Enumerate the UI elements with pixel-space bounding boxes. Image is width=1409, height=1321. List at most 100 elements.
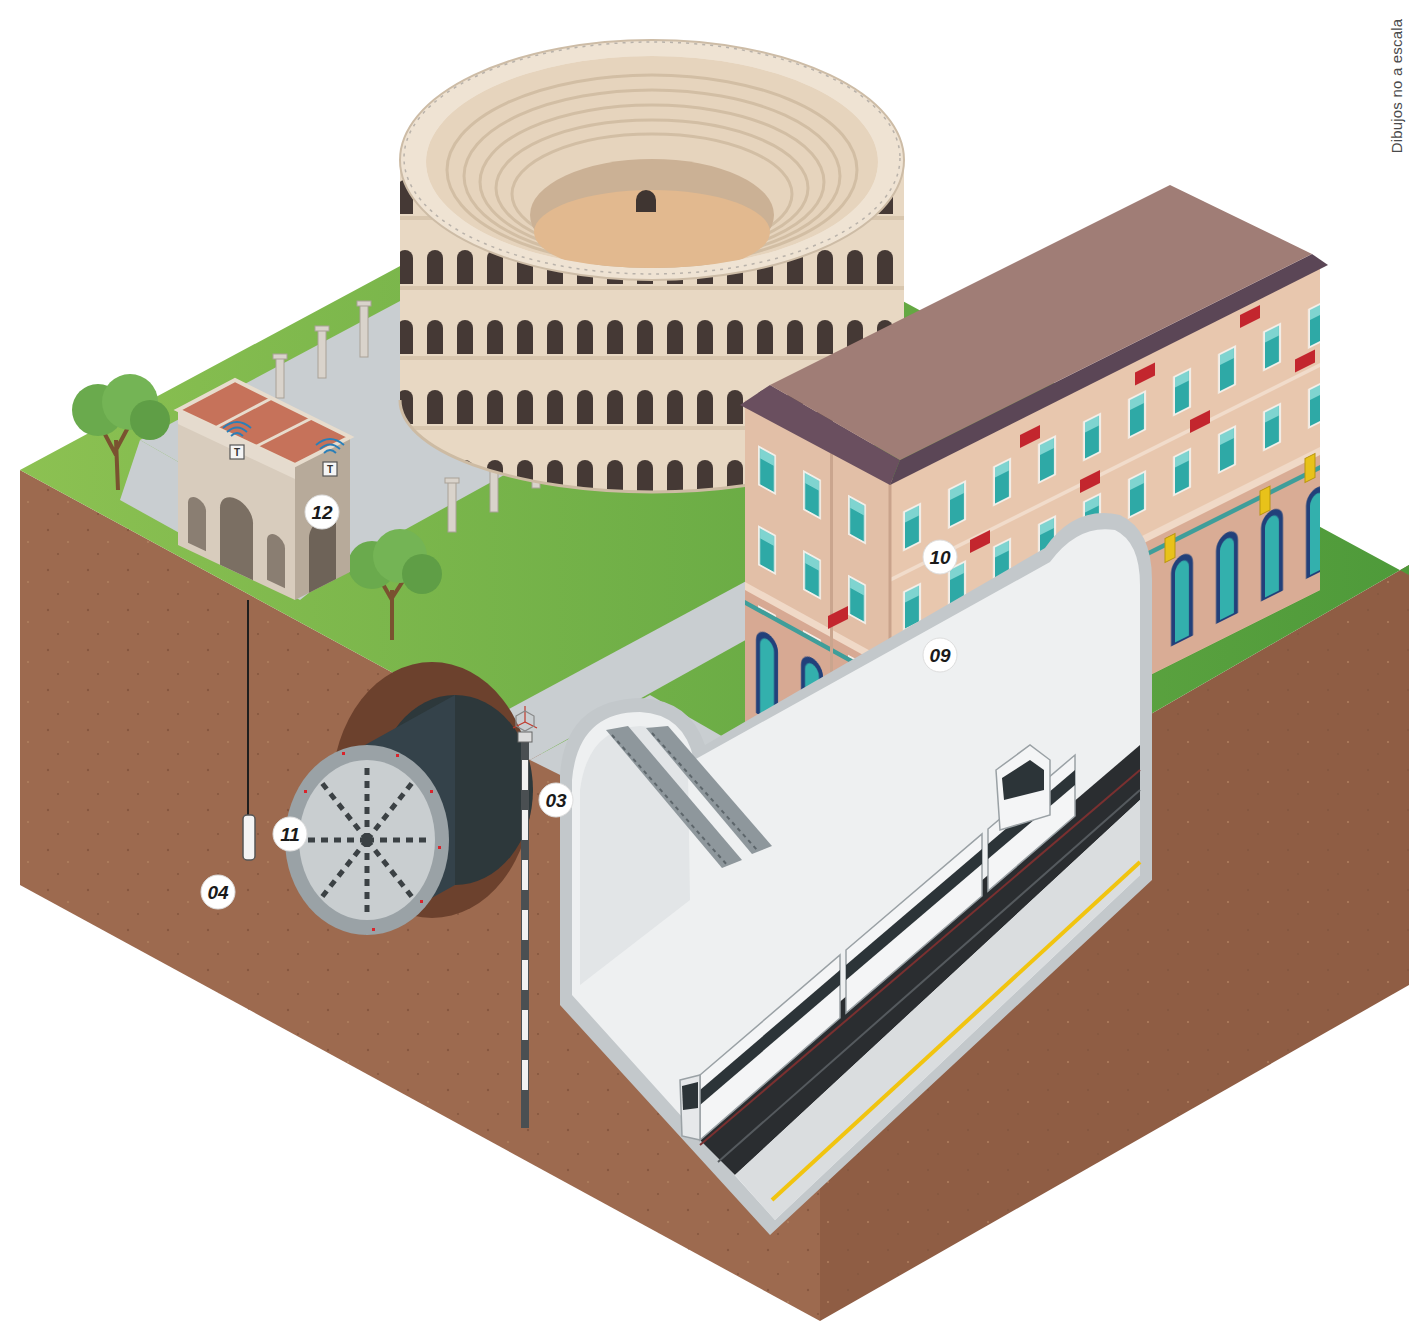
wireless-sensor xyxy=(223,422,251,459)
triumphal-arch xyxy=(220,491,253,580)
tunnel-boring-machine xyxy=(285,662,533,935)
callout-circle xyxy=(923,638,957,672)
wireless-sensor xyxy=(223,422,251,428)
metro-train xyxy=(680,1075,700,1140)
tunnel-boring-machine xyxy=(303,766,431,914)
wireless-sensor xyxy=(324,450,336,453)
tunnel-boring-machine xyxy=(367,838,431,843)
callout-number: 09 xyxy=(929,646,950,665)
callout-circle xyxy=(539,783,573,817)
colosseum xyxy=(636,190,656,212)
scale-note: Dibujos no a escala xyxy=(1389,19,1404,154)
inclinometer-probe xyxy=(522,1010,528,1040)
callout-circle xyxy=(305,495,339,529)
wireless-sensor xyxy=(230,445,244,459)
triumphal-arch xyxy=(178,410,295,479)
colosseum xyxy=(426,56,878,274)
wireless-sensor xyxy=(320,445,340,450)
tunnel-boring-machine xyxy=(299,760,435,920)
metro-station xyxy=(560,513,1152,1235)
tunnel-boring-machine xyxy=(304,752,441,931)
tunnel-boring-machine xyxy=(322,783,367,840)
ruin-column xyxy=(276,358,284,398)
metro-train xyxy=(700,955,840,1140)
callout-circle xyxy=(923,540,957,574)
inclinometer-probe xyxy=(521,740,529,1128)
wireless-sensor xyxy=(227,428,247,433)
tiltmeter-box xyxy=(1295,350,1315,373)
metro-station xyxy=(690,745,1140,1175)
ruin-column xyxy=(357,301,371,306)
ruin-column xyxy=(318,330,326,378)
tunnel-boring-machine xyxy=(361,834,373,846)
crack-meter xyxy=(1260,486,1270,515)
tunnel-boring-machine xyxy=(365,766,370,840)
tunnel-boring-machine xyxy=(438,846,441,849)
ruin-column xyxy=(448,482,456,532)
metro-station xyxy=(612,735,728,866)
inclinometer-probe xyxy=(522,860,528,890)
wireless-sensor xyxy=(231,433,243,436)
tiltmeter-box xyxy=(1080,470,1100,493)
ruin-column xyxy=(273,354,287,359)
triumphal-arch xyxy=(178,410,295,600)
metro-train xyxy=(1002,760,1044,800)
metro-train xyxy=(996,745,1050,830)
tree xyxy=(348,529,442,640)
colosseum xyxy=(404,42,900,274)
tunnel-boring-machine xyxy=(365,840,370,914)
tree xyxy=(402,554,442,594)
ruin-column xyxy=(360,305,368,357)
triumphal-arch xyxy=(188,494,206,551)
triumphal-arch xyxy=(267,531,285,588)
ground-block xyxy=(20,148,1409,1321)
borehole-probe xyxy=(243,815,255,860)
inclinometer-probe xyxy=(513,706,537,1128)
inclinometer-probe xyxy=(522,810,528,840)
tree xyxy=(130,400,170,440)
ruin-column xyxy=(315,326,329,331)
tree xyxy=(72,374,170,490)
inclinometer-probe xyxy=(524,706,525,722)
colosseum xyxy=(400,40,904,492)
callout-number: 12 xyxy=(311,503,332,522)
metro-station xyxy=(560,513,1152,1235)
tunnel-boring-machine xyxy=(285,745,449,935)
tiltmeter-box xyxy=(1240,305,1260,328)
tunnel-boring-machine xyxy=(303,838,367,843)
metro-train xyxy=(846,834,982,1013)
tiltmeter-box xyxy=(1190,410,1210,433)
inclinometer-probe xyxy=(522,960,528,990)
tiltmeter-box xyxy=(970,530,990,553)
tunnel-boring-machine xyxy=(367,840,412,897)
tiltmeter-box xyxy=(1135,363,1155,386)
callout-number: 10 xyxy=(929,548,950,567)
tiltmeter-box xyxy=(1020,425,1040,448)
tunnel-boring-machine xyxy=(396,754,399,757)
tunnel-boring-machine xyxy=(420,900,423,903)
tunnel-boring-machine xyxy=(342,752,345,755)
metro-station xyxy=(718,790,1140,1162)
inclinometer-probe xyxy=(522,760,528,790)
building xyxy=(770,185,1312,460)
tunnel-boring-machine xyxy=(304,790,307,793)
callout-circle xyxy=(201,875,235,909)
tunnel-boring-machine xyxy=(322,840,367,897)
metro-train xyxy=(680,745,1075,1140)
tunnel-boring-machine xyxy=(367,783,412,840)
callout-number: 03 xyxy=(545,791,566,810)
tiltmeter-box xyxy=(828,606,848,629)
inclinometer-probe xyxy=(516,711,534,731)
inclinometer-probe xyxy=(518,732,532,742)
sensor-tag: T xyxy=(327,465,333,475)
ground-block xyxy=(20,148,1409,905)
inclinometer-probe xyxy=(522,760,528,1090)
crack-meter xyxy=(1165,534,1175,563)
crack-meter xyxy=(1305,454,1315,483)
borehole-probe xyxy=(243,600,255,860)
sensor-tag: T xyxy=(234,448,240,458)
borehole-probe xyxy=(247,600,249,815)
metro-station xyxy=(572,529,1140,1220)
tunnel-boring-machine xyxy=(430,790,433,793)
